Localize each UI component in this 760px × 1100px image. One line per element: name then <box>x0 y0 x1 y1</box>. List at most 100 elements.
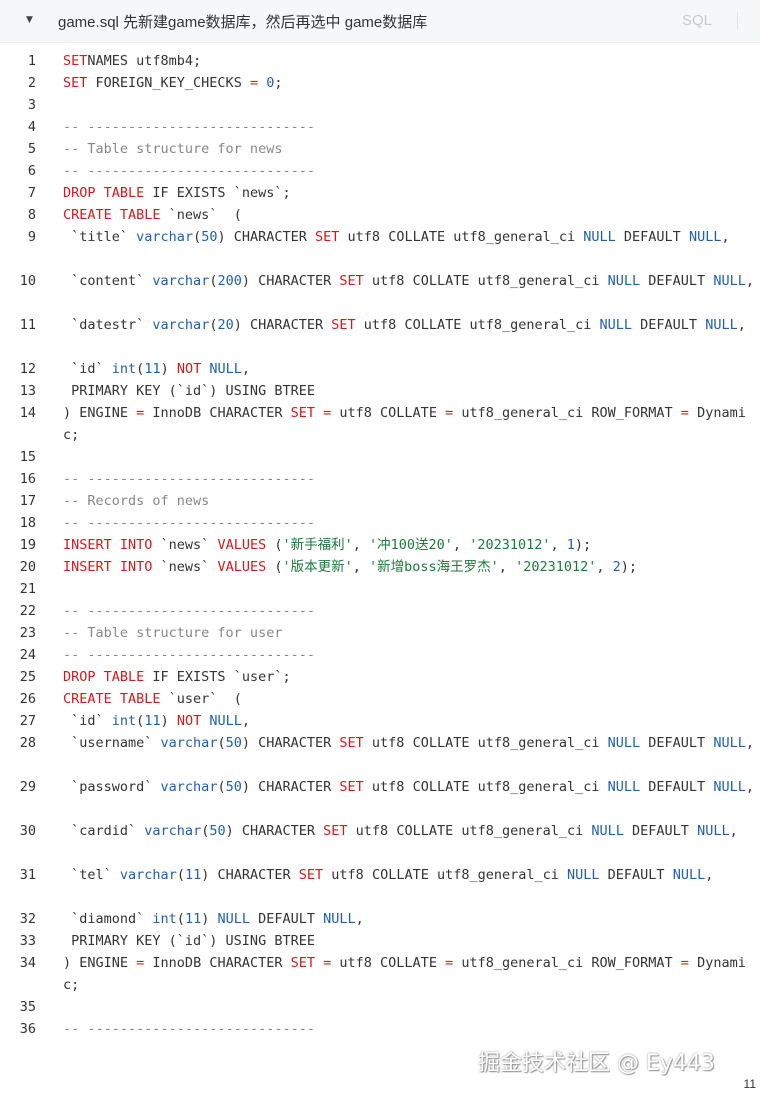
code-token: varchar <box>152 273 210 289</box>
line-code: `content` varchar(200) CHARACTER SET utf… <box>63 270 757 314</box>
line-code: -- ---------------------------- <box>63 512 757 534</box>
line-number: 7 <box>27 185 36 201</box>
code-token: utf8_general_ci ROW_FORMAT <box>453 405 681 421</box>
code-token: `news` ( <box>160 207 242 223</box>
code-token <box>258 75 266 91</box>
line-number: 1 <box>27 53 36 69</box>
code-token: varchar <box>136 229 194 245</box>
page-number: 11 <box>743 1077 756 1091</box>
code-token: ) CHARACTER <box>217 229 316 245</box>
code-token: , <box>737 317 746 333</box>
caret-down-icon[interactable]: ▼ <box>26 15 33 25</box>
code-token: varchar <box>160 779 218 795</box>
line-code: DROP TABLE IF EXISTS `user`; <box>63 666 757 688</box>
code-token: ( <box>217 779 226 795</box>
line-code <box>63 578 757 600</box>
code-token: 50 <box>225 779 242 795</box>
line-number: 23 <box>19 625 36 641</box>
line-code: PRIMARY KEY (`id`) USING BTREE <box>63 930 757 952</box>
code-token: utf8 COLLATE utf8_general_ci <box>355 317 600 333</box>
code-token: PRIMARY KEY (`id`) USING BTREE <box>63 933 315 949</box>
line-number: 17 <box>19 493 36 509</box>
line-number: 18 <box>19 515 36 531</box>
code-token: ) <box>201 911 218 927</box>
code-token: 50 <box>209 823 226 839</box>
code-token: ) CHARACTER <box>241 735 340 751</box>
code-token: -- Table structure for news <box>63 141 283 157</box>
code-token: DEFAULT <box>599 867 673 883</box>
code-token: NULL <box>713 273 746 289</box>
code-token: -- ---------------------------- <box>63 1021 315 1037</box>
code-line: 4-- ---------------------------- <box>0 116 760 138</box>
line-code: INSERT INTO `news` VALUES ('版本更新', '新增bo… <box>63 556 757 578</box>
code-token: 11 <box>144 713 161 729</box>
code-token: ( <box>217 735 226 751</box>
code-token: ); <box>620 559 638 575</box>
code-token: utf8_general_ci ROW_FORMAT <box>453 955 681 971</box>
line-number: 19 <box>19 537 36 553</box>
code-token: , <box>352 537 370 553</box>
code-token: , <box>241 713 251 729</box>
code-block-title: game.sql 先新建game数据库，然后再选中 game数据库 <box>58 14 428 31</box>
code-token: NULL <box>323 911 356 927</box>
code-token: NAMES utf8mb4; <box>87 53 202 69</box>
line-code: `datestr` varchar(20) CHARACTER SET utf8… <box>63 314 757 358</box>
code-token: = <box>680 955 689 971</box>
code-token: DROP TABLE <box>63 185 145 201</box>
line-number: 28 <box>19 735 36 751</box>
code-token: `news` <box>152 537 218 553</box>
line-code: SETNAMES utf8mb4; <box>63 50 757 72</box>
line-number: 30 <box>19 823 36 839</box>
code-token: NULL <box>583 229 616 245</box>
code-token: FOREIGN_KEY_CHECKS <box>87 75 250 91</box>
code-token: = <box>445 955 454 971</box>
line-code: PRIMARY KEY (`id`) USING BTREE <box>63 380 757 402</box>
line-code <box>63 446 757 468</box>
line-number: 36 <box>19 1021 36 1037</box>
code-token: utf8 COLLATE utf8_general_ci <box>363 735 608 751</box>
code-token: 11 <box>184 867 202 883</box>
code-line: 1 SETNAMES utf8mb4; <box>0 50 760 72</box>
code-token: DEFAULT <box>640 779 714 795</box>
code-token: NOT <box>176 361 202 377</box>
code-line: 31 `tel` varchar(11) CHARACTER SET utf8 … <box>0 864 760 908</box>
code-line: 10 `content` varchar(200) CHARACTER SET … <box>0 270 760 314</box>
code-line: 36 -- ---------------------------- <box>0 1018 760 1040</box>
code-token: '版本更新' <box>282 559 353 575</box>
line-code: -- ---------------------------- <box>63 644 757 666</box>
code-token: SET <box>331 317 356 333</box>
code-token: DROP TABLE <box>63 669 145 685</box>
line-number: 4 <box>27 119 36 135</box>
code-line: 17-- Records of news <box>0 490 760 512</box>
line-number: 33 <box>19 933 36 949</box>
code-token: DEFAULT <box>615 229 689 245</box>
code-token: SET <box>323 823 348 839</box>
line-number: 9 <box>27 229 36 245</box>
line-code: -- ---------------------------- <box>63 1018 757 1040</box>
code-token: 0 <box>266 75 275 91</box>
line-code: `password` varchar(50) CHARACTER SET utf… <box>63 776 757 820</box>
code-token: NULL <box>591 823 624 839</box>
code-token: ( <box>136 713 145 729</box>
code-token: , <box>452 537 470 553</box>
code-token: ( <box>176 911 185 927</box>
line-code: -- Table structure for user <box>63 622 757 644</box>
code-token: -- ---------------------------- <box>63 515 315 531</box>
code-token: INSERT INTO <box>63 537 153 553</box>
line-code <box>63 94 757 116</box>
code-token: , <box>355 911 364 927</box>
code-token: ; <box>274 75 283 91</box>
code-token: = <box>680 405 689 421</box>
code-token: CREATE TABLE <box>63 691 161 707</box>
line-code: SET FOREIGN_KEY_CHECKS = 0; <box>63 72 757 94</box>
code-token: VALUES <box>217 537 267 553</box>
line-code: `username` varchar(50) CHARACTER SET utf… <box>63 732 757 776</box>
code-line: 15 <box>0 446 760 468</box>
code-token: SET <box>290 405 315 421</box>
code-token: , <box>498 559 516 575</box>
code-token: -- ---------------------------- <box>63 471 315 487</box>
code-token: ( <box>266 559 283 575</box>
